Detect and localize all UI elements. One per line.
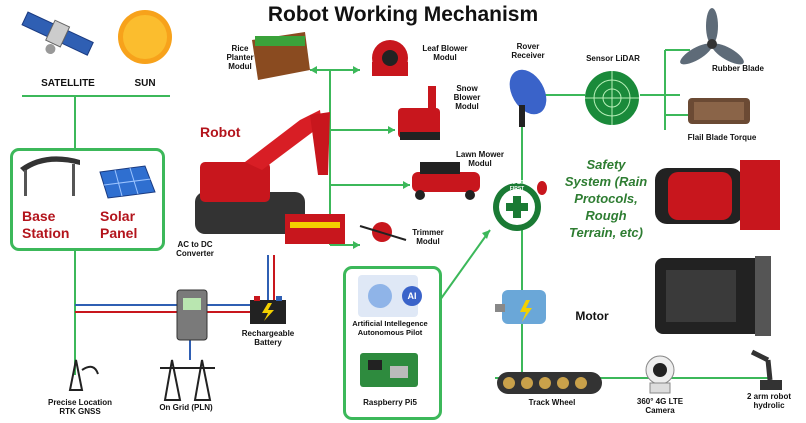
motor-label: Motor [575, 309, 609, 323]
rover-receiver-label: Rover Receiver [511, 42, 545, 61]
leaf-blower-label: Leaf Blower Modul [422, 44, 468, 63]
lawn-mower-label: Lawn Mower Modul [455, 150, 504, 169]
sun-label: SUN [134, 78, 156, 89]
track-wheel-label: Track Wheel [528, 398, 576, 407]
trimmer-label: Trimmer Modul [412, 228, 444, 247]
camera-label: 360° 4G LTE Camera [636, 397, 684, 416]
safety-badge-text: SAFETY FIRST [507, 180, 527, 192]
raspberry-label: Raspberry Pi5 [363, 398, 417, 407]
ai-badge: AI [407, 291, 417, 301]
safety-system-label: Safety System (Rain Protocols, Rough Ter… [564, 157, 648, 240]
snow-blower-label: Snow Blower Modul [453, 84, 481, 112]
ai-pilot-label: Artificial Intellegence Autonomous Pilot [352, 319, 428, 337]
satellite-label: SATELLITE [41, 78, 95, 89]
battery-label: Rechargeable Battery [241, 329, 295, 348]
rtk-label: Precise Location RTK GNSS [47, 398, 113, 417]
base-station-box [10, 148, 165, 251]
rice-planter-label: Rice Planter Modul [226, 44, 254, 72]
rubber-blade-label: Rubber Blade [711, 64, 764, 73]
page-title: Robot Working Mechanism [267, 3, 539, 26]
robot-label: Robot [200, 124, 241, 140]
base-station-label: Base Station [22, 208, 70, 241]
solar-panel-label: Solar Panel [100, 208, 138, 241]
ac-dc-label: AC to DC Converter [176, 240, 214, 259]
flail-blade-label: Flail Blade Torque [687, 133, 757, 142]
lidar-label: Sensor LiDAR [586, 54, 640, 63]
arm-robot-label: 2 arm robot hydrolic [746, 392, 791, 411]
on-grid-label: On Grid (PLN) [159, 403, 213, 412]
